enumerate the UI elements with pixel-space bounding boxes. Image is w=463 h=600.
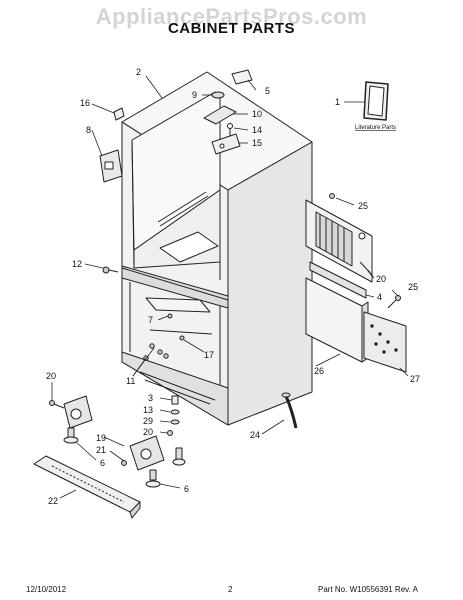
callout-6-left: 6 — [100, 458, 105, 468]
callout-20-center: 20 — [143, 427, 153, 437]
callout-21: 20 — [376, 274, 386, 284]
callout-22: 22 — [48, 496, 58, 506]
roller-right — [121, 435, 186, 488]
literature-booklet — [363, 81, 389, 121]
callout-19: 19 — [96, 433, 106, 443]
callout-10: 10 — [252, 109, 262, 119]
leveler-stack — [167, 395, 180, 436]
screw-part-12 — [102, 266, 119, 274]
callout-1: 1 — [335, 97, 340, 107]
callout-24: 24 — [250, 430, 260, 440]
callout-3: 3 — [148, 393, 153, 403]
callout-12: 12 — [72, 259, 82, 269]
callout-29: 29 — [143, 416, 153, 426]
base-grille-part-22 — [33, 455, 141, 519]
callout-labels: 2 1 Literature Parts 9 5 10 14 15 16 8 1… — [46, 67, 420, 506]
callout-5: 5 — [265, 86, 270, 96]
footer-page-number: 2 — [228, 585, 233, 594]
callout-6-right: 6 — [184, 484, 189, 494]
cover-part-27 — [363, 311, 407, 373]
hinge-assembly — [203, 91, 241, 155]
roller-left — [49, 395, 93, 444]
control-part-8 — [99, 149, 123, 183]
cabinet-body — [121, 71, 313, 426]
callout-13: 13 — [143, 405, 153, 415]
callout-26: 26 — [314, 366, 324, 376]
callout-4: 4 — [377, 292, 382, 302]
callout-7: 7 — [148, 315, 153, 325]
callout-20-lower: 21 — [96, 445, 106, 455]
plug-part-5 — [231, 69, 253, 85]
callout-8: 8 — [86, 125, 91, 135]
callout-25-side: 25 — [408, 282, 418, 292]
tube-part-24 — [281, 392, 298, 429]
watermark: AppliancePartsPros.com — [95, 4, 368, 29]
callout-15: 17 — [204, 350, 214, 360]
screw-part-25-top — [329, 193, 335, 199]
screw-part-25-side — [387, 295, 401, 309]
literature-label: Literature Parts — [355, 125, 396, 131]
callout-2: 2 — [136, 67, 141, 77]
callout-16: 15 — [252, 138, 262, 148]
leader-lines — [51, 75, 409, 499]
footer-date: 12/10/2012 — [26, 585, 67, 594]
panel-part-4 — [309, 261, 367, 299]
footer-part-number: Part No. W10556391 Rev. A — [318, 585, 418, 594]
clip-part-17 — [113, 107, 125, 121]
callout-11: 11 — [126, 376, 135, 386]
callout-27: 27 — [410, 374, 420, 384]
callout-25-top: 25 — [358, 201, 368, 211]
callout-9: 9 — [192, 90, 197, 100]
callout-14: 14 — [252, 125, 262, 135]
rear-grille-part-21 — [305, 199, 373, 283]
callout-20-left: 20 — [46, 371, 56, 381]
page-title: CABINET PARTS — [167, 20, 296, 37]
callout-17: 16 — [80, 98, 90, 108]
